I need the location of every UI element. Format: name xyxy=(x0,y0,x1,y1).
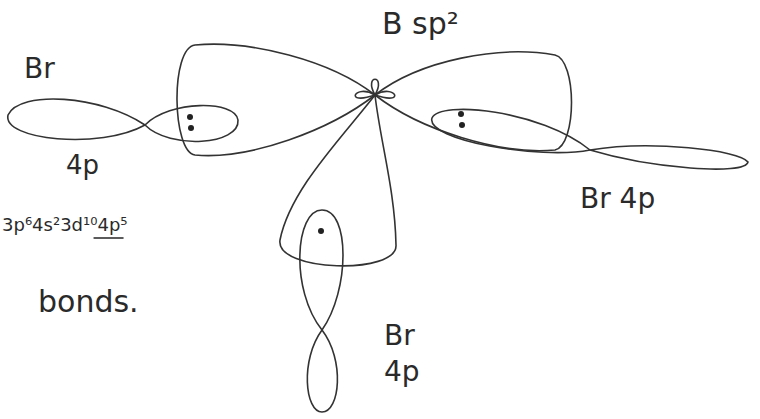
orbital-label: Br 4p xyxy=(384,318,454,391)
electron-configuration: 3p⁶4s²3d¹⁰4p⁵ xyxy=(2,214,128,235)
orbital-label: 4p xyxy=(66,150,99,180)
electron-dot xyxy=(459,122,465,128)
electron-dot xyxy=(188,125,194,131)
br-4p-lobe xyxy=(432,109,590,152)
sp2-back-lobe xyxy=(355,91,375,98)
sp2-lobe xyxy=(280,95,396,266)
orbital-label: Br 4p xyxy=(580,182,655,215)
electron-dot xyxy=(318,228,324,234)
note-label: bonds. xyxy=(38,284,139,319)
hybrid-label: B sp² xyxy=(382,6,459,41)
br-4p-lobe xyxy=(307,330,337,412)
br-4p-lobe xyxy=(300,210,343,330)
underline-mark xyxy=(94,237,124,239)
sp2-back-lobe xyxy=(375,91,395,98)
sp2-lobe xyxy=(177,44,375,155)
atom-label: Br xyxy=(24,52,55,85)
br-4p-lobe xyxy=(590,146,748,169)
sp2-back-lobe xyxy=(372,79,379,95)
br-4p-lobe xyxy=(8,99,145,139)
electron-dot xyxy=(458,111,464,117)
br-4p-lobe xyxy=(145,106,238,142)
electron-dot xyxy=(187,114,193,120)
sp2-lobe xyxy=(375,52,572,151)
